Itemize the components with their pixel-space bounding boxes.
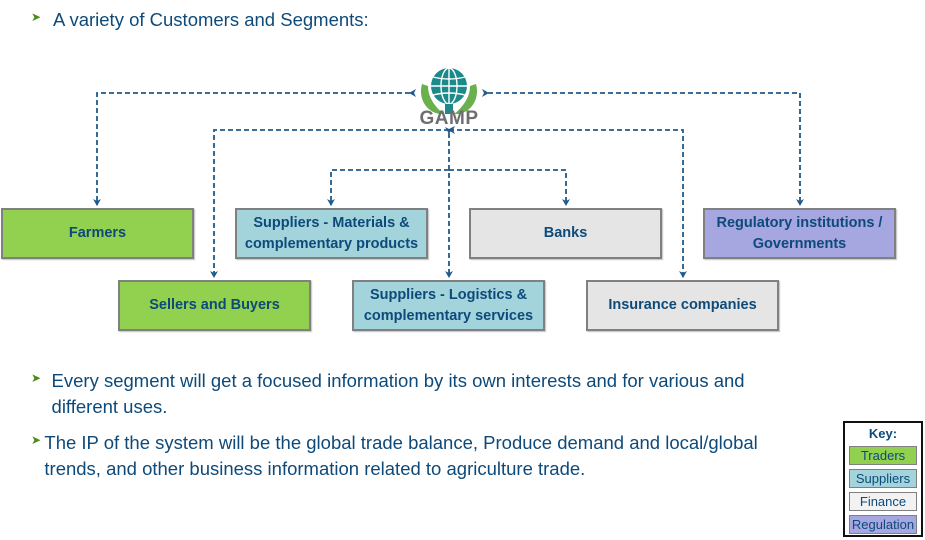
bullet-arrow-icon: ➤ (31, 433, 42, 447)
connector-sellers (210, 126, 455, 278)
bullet-text: Every segment will get a focused informa… (51, 370, 745, 417)
segment-sellers-buyers[interactable]: Sellers and Buyers (118, 280, 311, 331)
connector-insurance (449, 129, 687, 278)
segment-banks[interactable]: Banks (469, 208, 662, 259)
bullet-item: ➤ Every segment will get a focused infor… (31, 368, 811, 420)
gamp-logo-icon (420, 67, 478, 114)
legend-item-suppliers: Suppliers (849, 469, 917, 488)
heading-bullet: ➤ A variety of Customers and Segments: (31, 7, 369, 33)
segment-regulatory[interactable]: Regulatory institutions / Governments (703, 208, 896, 259)
bullet-arrow-icon: ➤ (31, 10, 42, 24)
legend-key: Key: Traders Suppliers Finance Regulatio… (843, 421, 923, 537)
connector-regulatory (482, 89, 804, 206)
legend-item-traders: Traders (849, 446, 917, 465)
bullet-text: The IP of the system will be the global … (44, 432, 758, 479)
segment-farmers[interactable]: Farmers (1, 208, 194, 259)
heading-text: A variety of Customers and Segments: (53, 9, 369, 30)
segment-insurance[interactable]: Insurance companies (586, 280, 779, 331)
bullet-item: ➤ The IP of the system will be the globa… (31, 430, 811, 482)
gamp-logo-text: GAMP (419, 108, 479, 129)
segment-suppliers-logistics[interactable]: Suppliers - Logistics & complementary se… (352, 280, 545, 331)
legend-item-finance: Finance (849, 492, 917, 511)
connector-farmers (93, 89, 416, 206)
connector-banks (449, 169, 570, 206)
connector-materials (327, 169, 449, 206)
legend-item-regulation: Regulation (849, 515, 917, 534)
legend-title: Key: (868, 426, 898, 441)
segment-suppliers-materials[interactable]: Suppliers - Materials & complementary pr… (235, 208, 428, 259)
bullet-arrow-icon: ➤ (31, 371, 42, 385)
